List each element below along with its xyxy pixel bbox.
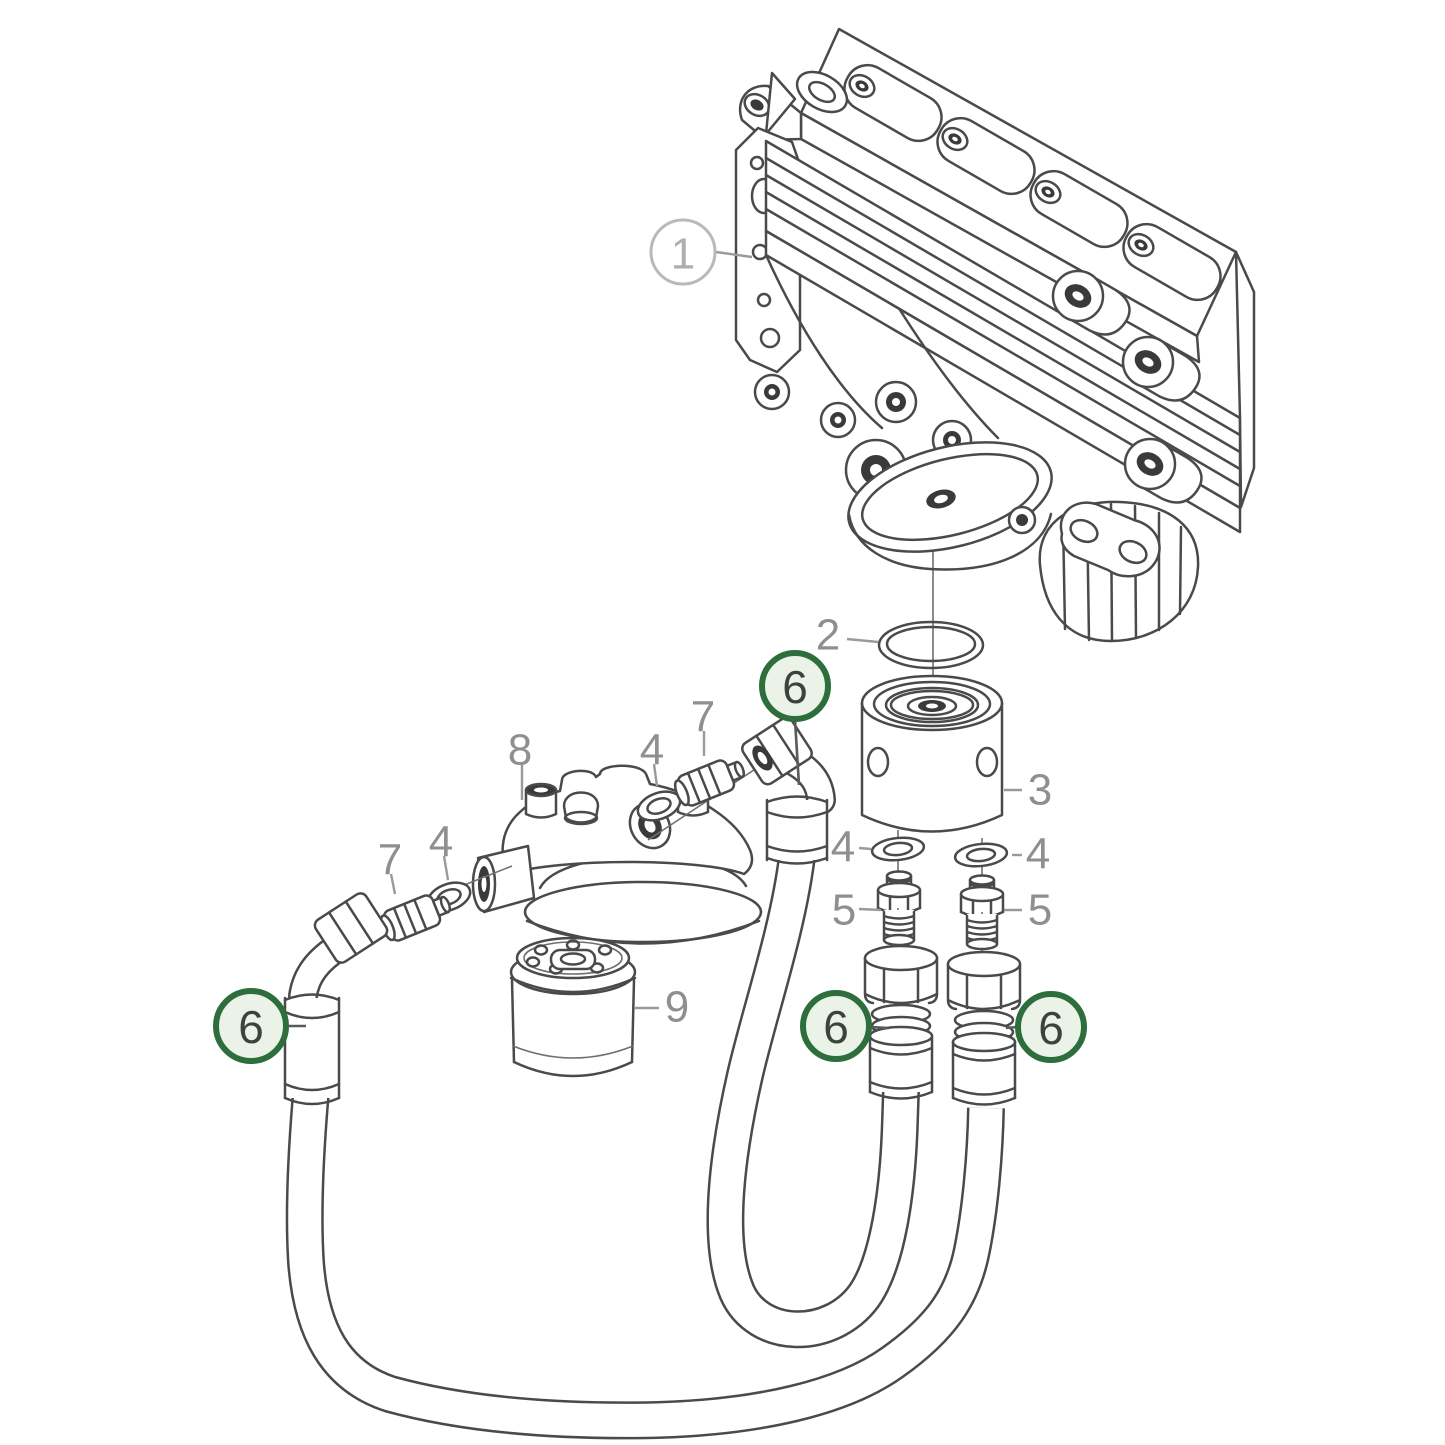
nipple-right-drawing: [959, 874, 1005, 951]
svg-text:8: 8: [508, 725, 532, 774]
callout-5-right: 5: [1004, 885, 1052, 934]
callout-6-middle[interactable]: 6: [800, 990, 890, 1062]
callout-3: 3: [1004, 765, 1052, 814]
filter-element-drawing: [509, 936, 637, 1078]
callout-6-left[interactable]: 6: [213, 988, 306, 1064]
callout-6-top[interactable]: 6: [759, 650, 831, 786]
callout-6-top-ring[interactable]: [759, 650, 831, 722]
callout-6-right[interactable]: 6: [1005, 991, 1087, 1063]
svg-text:5: 5: [832, 885, 856, 934]
callout-6-middle-ring[interactable]: [800, 990, 872, 1062]
washer-below-adapter-left: [870, 836, 926, 862]
callout-6-right-ring[interactable]: [1015, 991, 1087, 1063]
nipple-left-drawing: [876, 870, 922, 947]
o-ring-drawing: [877, 620, 985, 670]
hose-fitting-right-drawing: [946, 950, 1022, 1106]
svg-text:4: 4: [429, 817, 453, 866]
callout-6-left-ring[interactable]: [213, 988, 289, 1064]
oil-cooler-assembly-drawing: [734, 27, 1256, 643]
callout-4-below-adapter-right: 4: [1012, 829, 1050, 878]
svg-text:9: 9: [665, 982, 689, 1031]
svg-text:6: 6: [782, 661, 808, 713]
filter-mount-drawing: [847, 441, 1053, 571]
hose-loop-drawing: [706, 853, 920, 1349]
svg-text:6: 6: [823, 1001, 849, 1053]
fitting-left-drawing: [379, 894, 452, 942]
callout-7-left: 7: [378, 835, 402, 895]
callout-4-below-adapter-left: 4: [831, 822, 872, 871]
callout-8: 8: [508, 725, 532, 800]
svg-text:4: 4: [831, 822, 855, 871]
callout-5-left: 5: [832, 885, 882, 934]
svg-text:4: 4: [640, 725, 664, 774]
callout-4-left-chain: 4: [429, 817, 453, 881]
callout-2-label: 2: [816, 610, 840, 659]
svg-text:7: 7: [378, 835, 402, 884]
adapter-cylinder-drawing: [860, 674, 1004, 833]
washer-below-adapter-right: [953, 842, 1009, 868]
svg-text:7: 7: [691, 692, 715, 741]
ribbed-cap-drawing: [1038, 500, 1200, 643]
fitting-top-drawing: [673, 759, 746, 807]
callout-7-top: 7: [691, 692, 715, 756]
bolt-hole: [848, 73, 1155, 258]
hose-elbow-top-drawing: [741, 716, 836, 865]
callout-1-label: 1: [671, 229, 695, 278]
washer-top-chain-drawing: [636, 790, 682, 822]
hose-long-drawing: [285, 1090, 1005, 1440]
svg-text:4: 4: [1026, 829, 1050, 878]
hose-elbow-left-drawing: [283, 892, 389, 1106]
callout-2: 2: [816, 610, 879, 659]
callout-1: 1: [649, 218, 753, 286]
hose-fitting-middle-drawing: [863, 944, 939, 1100]
callout-4-top-chain: 4: [640, 725, 664, 787]
svg-text:5: 5: [1028, 885, 1052, 934]
direction-arrow-icon: [764, 71, 797, 136]
callout-3-label: 3: [1028, 765, 1052, 814]
callout-9: 9: [634, 982, 689, 1031]
svg-text:6: 6: [238, 1001, 264, 1053]
callout-1-ring: [649, 218, 717, 286]
svg-text:6: 6: [1038, 1002, 1064, 1054]
